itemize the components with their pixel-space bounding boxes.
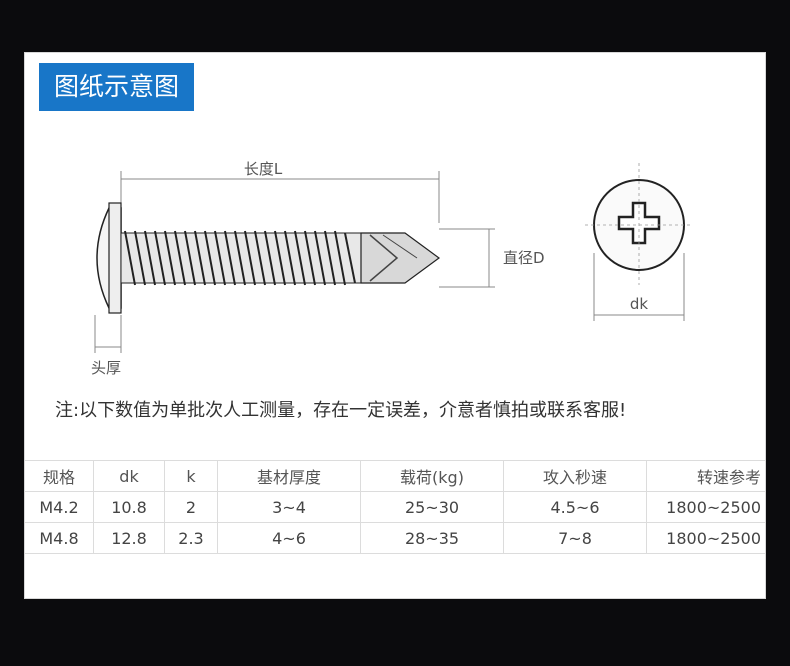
table-cell: 2 xyxy=(164,491,218,523)
table-cell: 1800~2500 xyxy=(646,522,765,554)
diameter-label: 直径D xyxy=(503,249,545,267)
screw-diagram: 长度L xyxy=(91,160,693,377)
spec-table: 规格 dk k 基材厚度 载荷(kg) 攻入秒速 转速参考 M4.2 10.8 … xyxy=(25,460,765,554)
length-label: 长度L xyxy=(244,160,283,178)
head-thickness-label: 头厚 xyxy=(91,359,121,377)
head-diameter-label: dk xyxy=(630,295,649,313)
section-title: 图纸示意图 xyxy=(39,63,194,111)
column-header: k xyxy=(164,460,218,492)
table-cell: 4.5~6 xyxy=(503,491,647,523)
table-cell: M4.2 xyxy=(25,491,94,523)
column-header: 转速参考 xyxy=(646,460,765,492)
column-header: 攻入秒速 xyxy=(503,460,647,492)
table-cell: 2.3 xyxy=(164,522,218,554)
column-header: 载荷(kg) xyxy=(360,460,504,492)
table-cell: 25~30 xyxy=(360,491,504,523)
table-cell: 1800~2500 xyxy=(646,491,765,523)
table-header-row: 规格 dk k 基材厚度 载荷(kg) 攻入秒速 转速参考 xyxy=(25,460,765,492)
measurement-note: 注:以下数值为单批次人工测量，存在一定误差，介意者慎拍或联系客服! xyxy=(55,400,627,421)
table-cell: 3~4 xyxy=(217,491,361,523)
table-row: M4.8 12.8 2.3 4~6 28~35 7~8 1800~2500 xyxy=(25,522,765,554)
table-cell: 28~35 xyxy=(360,522,504,554)
table-cell: 4~6 xyxy=(217,522,361,554)
column-header: dk xyxy=(93,460,165,492)
table-cell: 10.8 xyxy=(93,491,165,523)
spec-card: 图纸示意图 长度L xyxy=(24,52,766,599)
table-cell: 7~8 xyxy=(503,522,647,554)
table-row: M4.2 10.8 2 3~4 25~30 4.5~6 1800~2500 xyxy=(25,491,765,523)
table-cell: 12.8 xyxy=(93,522,165,554)
column-header: 规格 xyxy=(25,460,94,492)
table-cell: M4.8 xyxy=(25,522,94,554)
column-header: 基材厚度 xyxy=(217,460,361,492)
